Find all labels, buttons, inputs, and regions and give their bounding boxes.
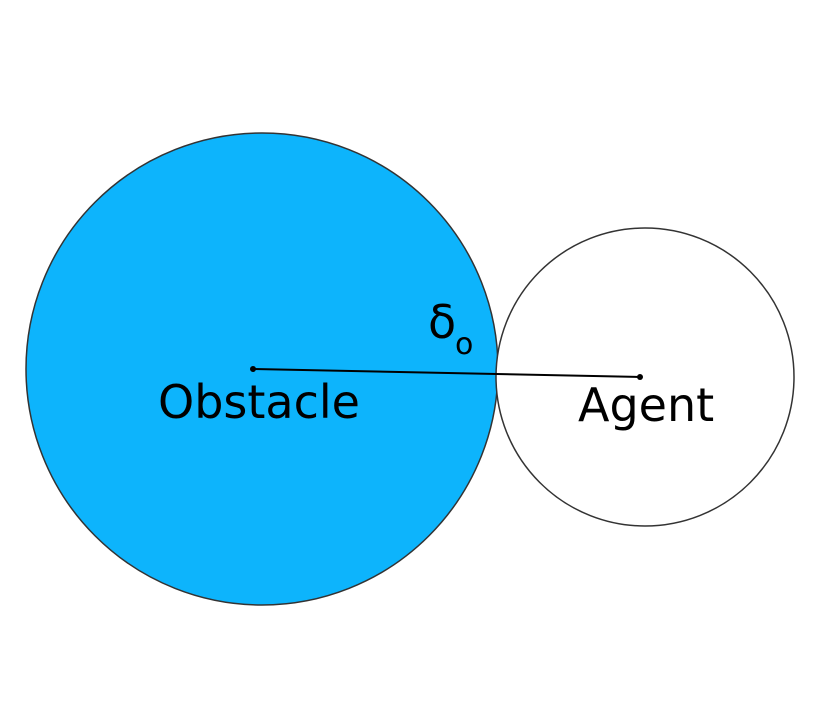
agent-center-point xyxy=(637,374,643,380)
agent-circle xyxy=(495,227,795,527)
delta-subscript: o xyxy=(455,327,473,362)
obstacle-center-point xyxy=(250,366,256,372)
center-connector-line xyxy=(252,368,641,378)
obstacle-label: Obstacle xyxy=(158,375,360,429)
delta-symbol: δ xyxy=(428,295,456,349)
agent-label: Agent xyxy=(578,378,714,432)
